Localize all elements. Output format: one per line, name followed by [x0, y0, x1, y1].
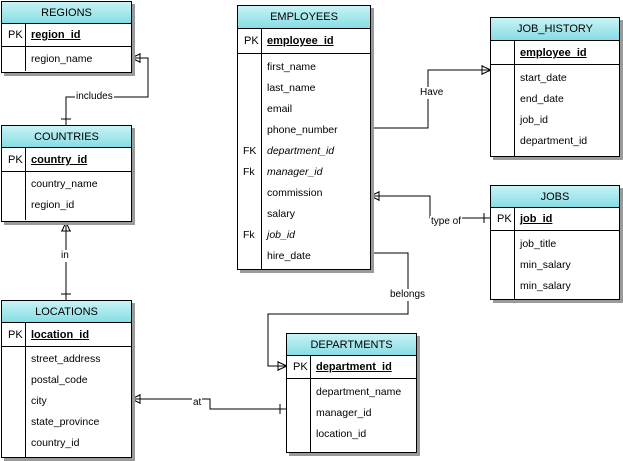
pk-marker: PK	[8, 29, 23, 41]
field: min_salary	[520, 280, 571, 292]
field: job_id	[520, 114, 549, 126]
table-employees[interactable]: EMPLOYEES PK employee_id first_name last…	[237, 5, 371, 270]
pk-field: location_id	[31, 329, 90, 341]
line-employees-jobhistory	[370, 69, 491, 129]
pk-field: department_id	[316, 361, 392, 373]
field-fk: manager_id	[267, 166, 323, 178]
table-title: DEPARTMENTS	[287, 334, 416, 356]
pk-field: job_id	[520, 213, 553, 225]
table-regions[interactable]: REGIONS PK region_id region_name	[1, 1, 132, 73]
pk-row: PK employee_id	[238, 29, 370, 54]
table-title: REGIONS	[2, 2, 131, 24]
crowfoot-countries	[61, 221, 71, 232]
pk-row: PK location_id	[2, 323, 131, 347]
rel-label-have: Have	[419, 87, 445, 99]
field-area: country_name region_id	[2, 172, 131, 220]
field-area: department_name manager_id location_id	[287, 379, 416, 452]
rel-label-belongs: belongs	[389, 289, 427, 301]
crowfoot-employees-jobs	[369, 191, 380, 201]
field: department_name	[316, 386, 402, 398]
pk-field: country_id	[31, 154, 88, 166]
field: department_id	[520, 135, 588, 147]
table-countries[interactable]: COUNTRIES PK country_id country_name reg…	[1, 125, 132, 222]
pk-field: region_id	[31, 29, 81, 41]
field: country_name	[31, 178, 98, 190]
pk-row: PK department_id	[287, 356, 416, 379]
rel-label-in: in	[60, 250, 70, 262]
field-fk: department_id	[267, 145, 335, 157]
pk-marker: PK	[497, 213, 512, 225]
field: postal_code	[31, 374, 88, 386]
field: street_address	[31, 353, 101, 365]
field: end_date	[520, 93, 564, 105]
field: commission	[267, 187, 323, 199]
field-fk: job_id	[267, 229, 296, 241]
crowfoot-regions	[130, 53, 141, 63]
field: region_id	[31, 199, 75, 211]
field: min_salary	[520, 259, 571, 271]
field: state_province	[31, 416, 100, 428]
fk-marker: Fk	[243, 229, 255, 241]
pk-marker: PK	[293, 361, 308, 373]
field: location_id	[316, 428, 367, 440]
line-locations-departments	[131, 398, 287, 410]
pk-field: employee_id	[520, 47, 587, 59]
table-title: EMPLOYEES	[238, 6, 370, 29]
table-jobs[interactable]: JOBS PK job_id job_title min_salary min_…	[490, 185, 620, 300]
line-employees-jobs	[370, 195, 491, 219]
pk-row: PK country_id	[2, 148, 131, 172]
field-area: region_name	[2, 47, 131, 71]
field: country_id	[31, 437, 80, 449]
pk-marker: PK	[244, 35, 259, 47]
field: phone_number	[267, 124, 338, 136]
field: manager_id	[316, 407, 372, 419]
rel-label-at: at	[192, 397, 203, 409]
rel-label-type-of: type of	[430, 216, 463, 228]
pk-marker: PK	[8, 329, 23, 341]
field: salary	[267, 208, 296, 220]
table-title: JOBS	[491, 186, 619, 208]
crowfoot-departments	[277, 361, 288, 371]
table-title: LOCATIONS	[2, 301, 131, 323]
table-locations[interactable]: LOCATIONS PK location_id street_address …	[1, 300, 132, 458]
crowfoot-locations	[130, 394, 141, 404]
line-employees-departments	[267, 252, 409, 367]
rel-label-includes: includes	[75, 91, 114, 103]
line-regions-countries	[65, 57, 149, 126]
table-title: COUNTRIES	[2, 126, 131, 148]
crowfoot-jobhistory	[481, 65, 492, 75]
pk-marker: PK	[8, 154, 23, 166]
pk-field: employee_id	[267, 35, 334, 47]
pk-row: PK region_id	[2, 24, 131, 47]
pk-row: PK job_id	[491, 208, 619, 231]
field-area: street_address postal_code city state_pr…	[2, 347, 131, 457]
table-title: JOB_HISTORY	[491, 18, 619, 41]
field: first_name	[267, 61, 317, 73]
table-departments[interactable]: DEPARTMENTS PK department_id department_…	[286, 333, 417, 453]
field: hire_date	[267, 250, 311, 262]
field-area: start_date end_date job_id department_id	[491, 65, 619, 156]
field: email	[267, 103, 293, 115]
field-area: job_title min_salary min_salary	[491, 231, 619, 299]
field-area: first_name last_name email phone_number …	[238, 54, 370, 269]
field: job_title	[520, 238, 557, 250]
field: start_date	[520, 72, 567, 84]
field: last_name	[267, 82, 316, 94]
table-job-history[interactable]: JOB_HISTORY employee_id start_date end_d…	[490, 17, 620, 157]
field: city	[31, 395, 47, 407]
field: region_name	[31, 53, 93, 65]
fk-marker: FK	[243, 145, 257, 157]
pk-row: employee_id	[491, 41, 619, 65]
fk-marker: Fk	[243, 166, 255, 178]
